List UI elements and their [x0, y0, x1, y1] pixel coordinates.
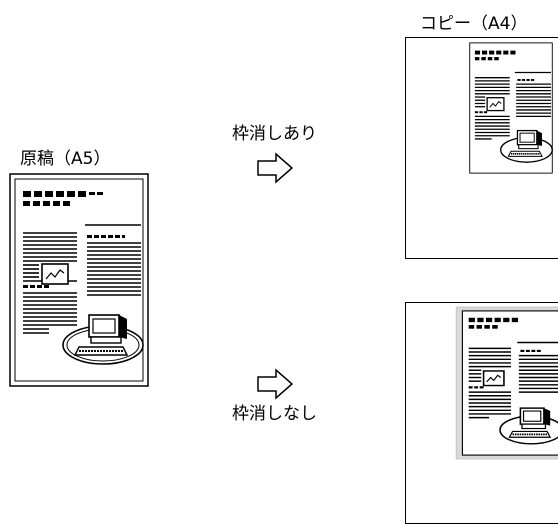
computer-icon [499, 407, 558, 445]
chart-icon [41, 263, 69, 285]
right-arrow-icon [257, 152, 294, 184]
copy-page-frame-erase-off [405, 302, 558, 524]
computer-icon [62, 314, 144, 365]
keyboard-icon [73, 346, 129, 356]
chart-icon [482, 370, 505, 387]
right-arrow-icon [257, 368, 294, 400]
computer-icon [500, 129, 553, 163]
copy-page-frame-erase-on [405, 37, 558, 259]
frame-erase-on-label: 枠消しあり [232, 124, 317, 144]
copy-label: コピー（A4） [420, 14, 528, 34]
frame-erase-off-label: 枠消しなし [232, 404, 317, 424]
chart-icon [486, 97, 505, 112]
original-label: 原稿（A5） [20, 149, 111, 169]
